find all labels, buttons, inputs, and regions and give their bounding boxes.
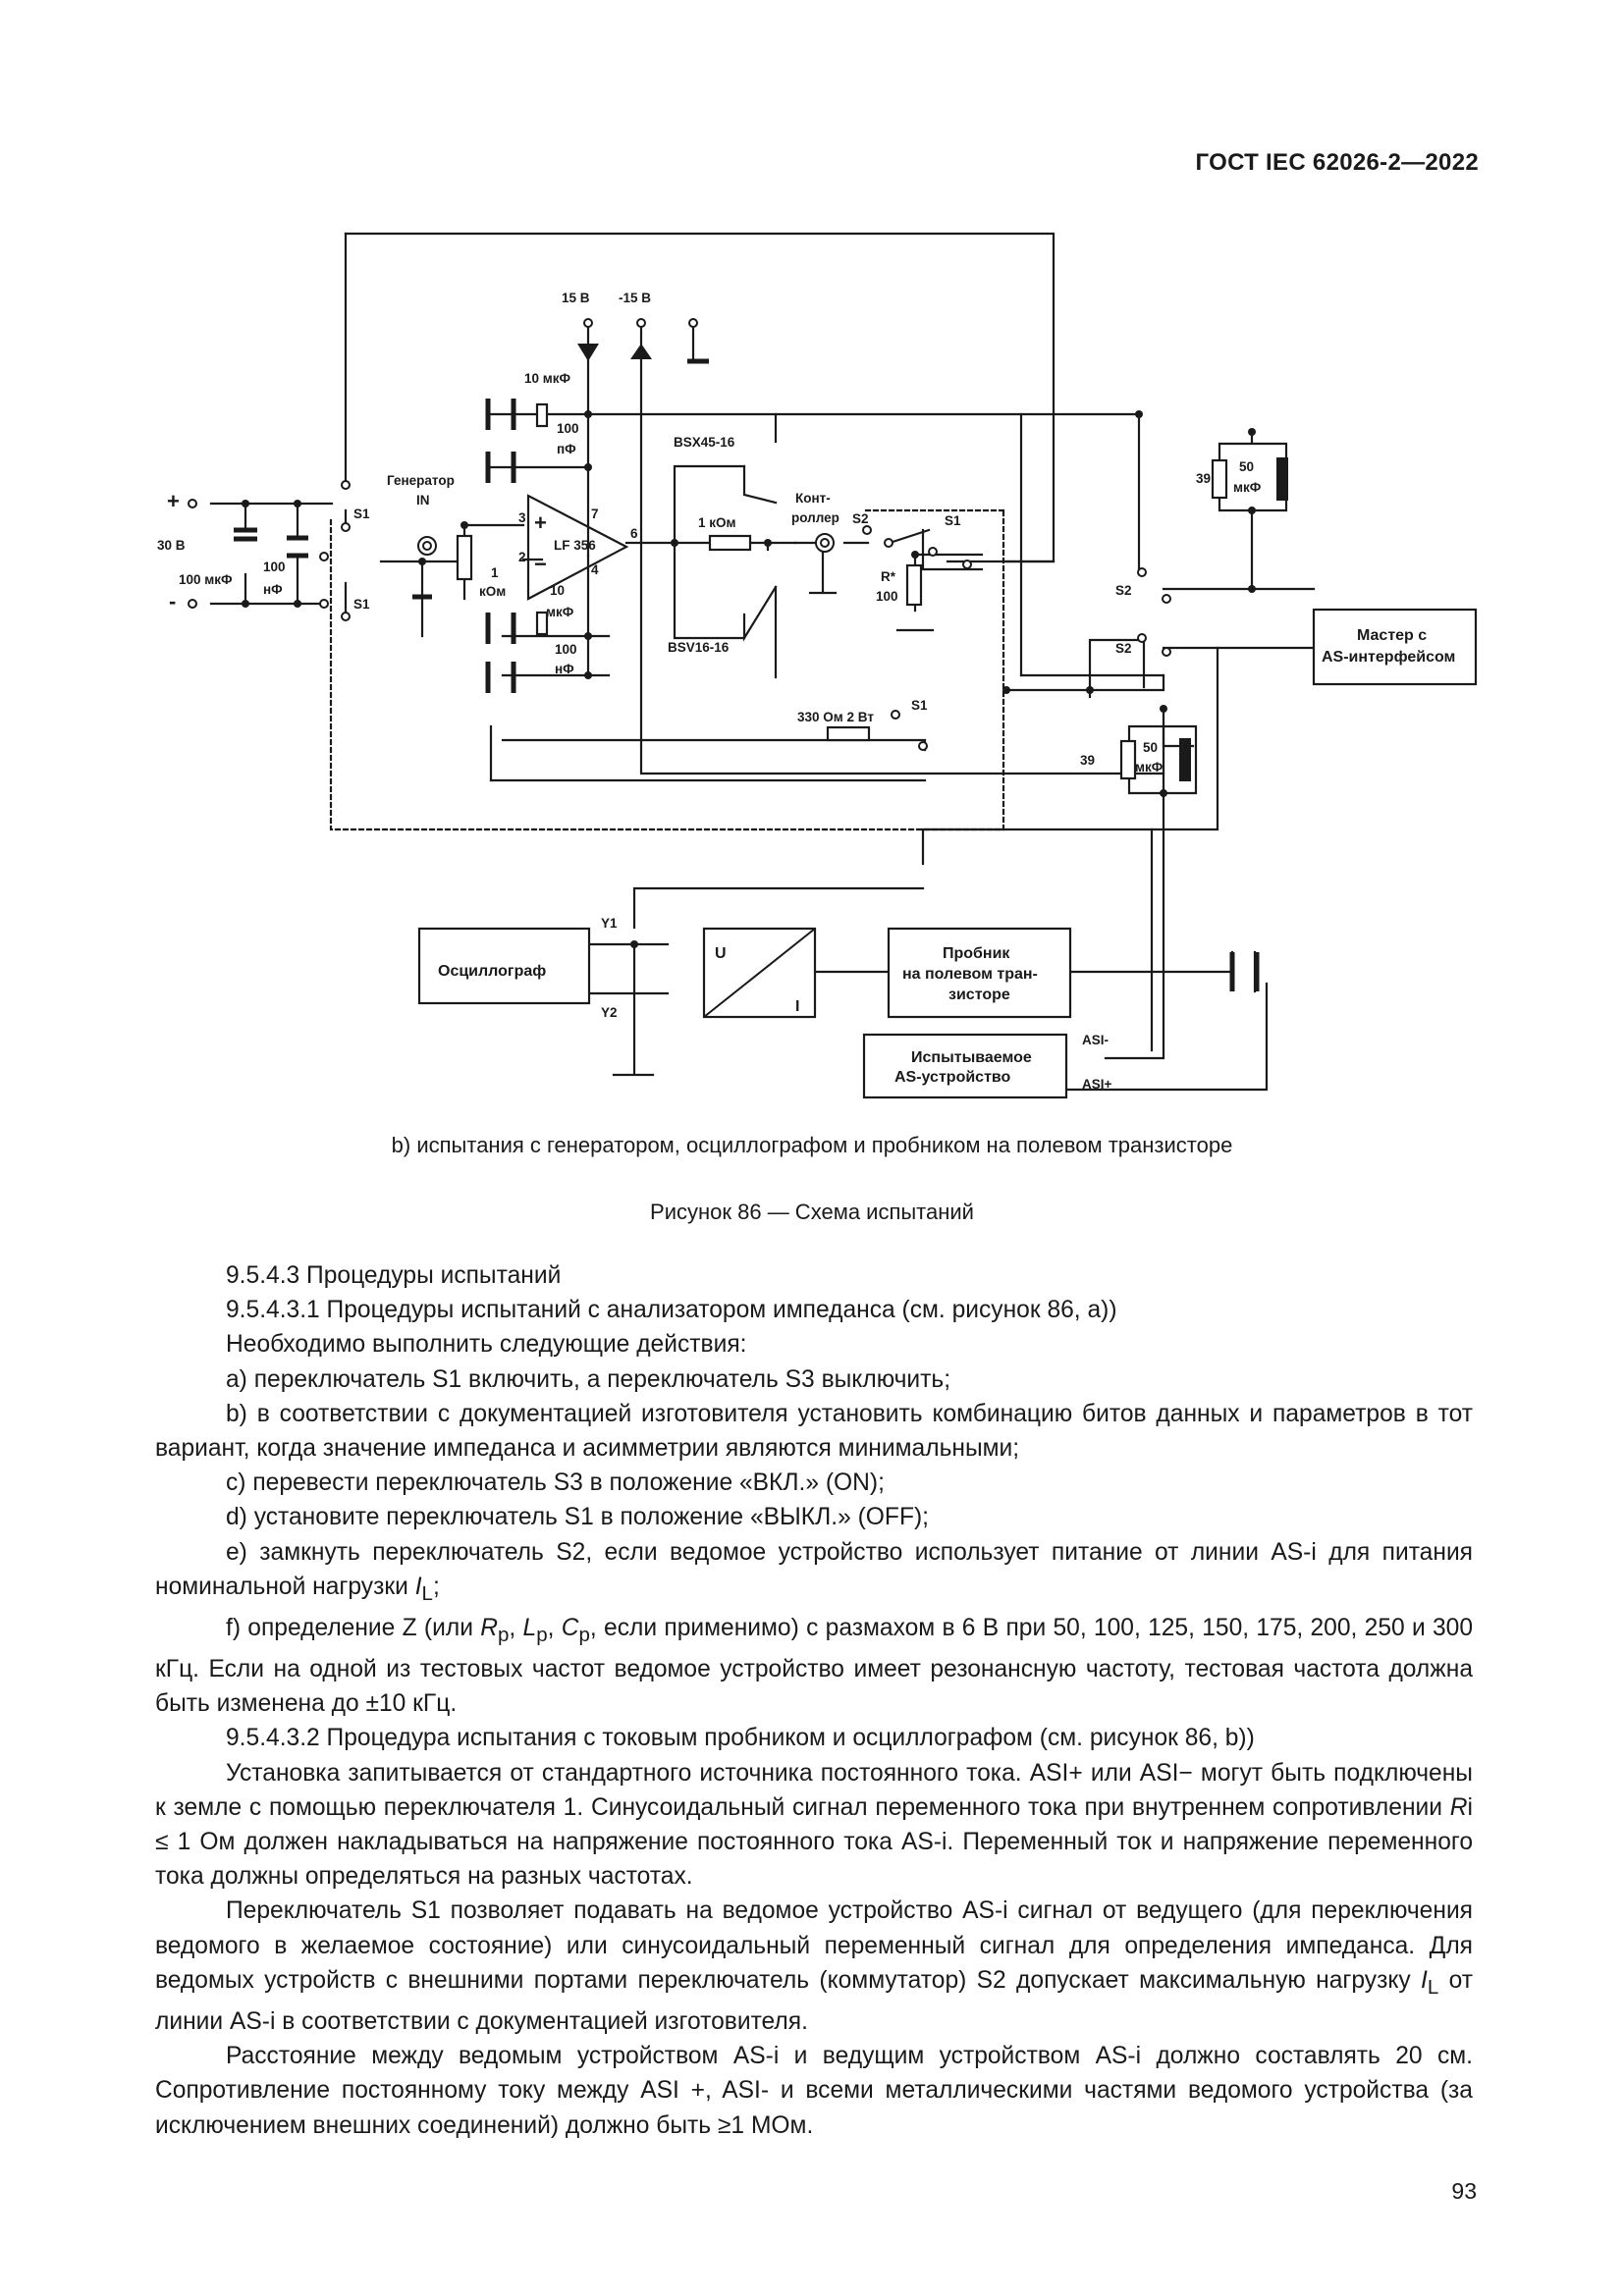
label-r1kom: 1 кОм: [698, 515, 736, 530]
master-label-2: AS-интерфейсом: [1322, 649, 1455, 666]
converter-i: I: [795, 998, 799, 1015]
label-opamp-minus: −: [534, 552, 547, 576]
page-header-standard: ГОСТ IEC 62026-2—2022: [1195, 149, 1479, 176]
label-opamp: LF 356: [554, 538, 596, 553]
label-s2-lower: S2: [1115, 641, 1132, 656]
probe-label-3: зисторе: [948, 987, 1010, 1003]
list-item-e: e) замкнуть переключатель S2, если ведом…: [155, 1538, 1473, 1605]
label-pin2: 2: [518, 550, 526, 564]
label-plus: +: [167, 489, 180, 513]
label-r39-top: 39: [1196, 471, 1211, 486]
label-y1: Y1: [601, 916, 618, 931]
label-s1-top: S1: [353, 507, 370, 521]
list-item-c: c) перевести переключатель S3 в положени…: [226, 1469, 885, 1497]
dut-label-1: Испытываемое: [911, 1049, 1032, 1066]
label-rstar: R*: [881, 569, 896, 584]
label-c100nf-num: 100: [263, 560, 286, 574]
label-c10-bottom: 10: [550, 583, 565, 598]
section-9-5-4-3-2: 9.5.4.3.2 Процедура испытания с токовым …: [226, 1725, 1255, 1752]
label-controller-1: Конт-: [795, 491, 831, 506]
label-c100nf-b-num: 100: [555, 642, 577, 657]
dut-label-2: AS-устройство: [894, 1069, 1011, 1086]
label-s1-bottom: S1: [353, 597, 370, 612]
probe-label-2: на полевом тран-: [902, 966, 1038, 983]
label-s1-lower: S1: [911, 698, 928, 713]
label-asi-minus: ASI-: [1082, 1033, 1109, 1047]
label-pin6: 6: [630, 526, 638, 541]
label-c100pf-num: 100: [557, 421, 579, 436]
section-9-5-4-3: 9.5.4.3 Процедуры испытаний: [226, 1262, 562, 1289]
paragraph-power-supply: Установка запитывается от стандартного и…: [155, 1759, 1473, 1891]
label-c50-bottom: 50: [1143, 740, 1158, 755]
label-r330: 330 Ом 2 Вт: [797, 710, 874, 724]
label-bsv16: BSV16-16: [668, 640, 730, 655]
section-9-5-4-3-1: 9.5.4.3.1 Процедуры испытаний с анализат…: [226, 1297, 1117, 1324]
label-pin4: 4: [591, 562, 599, 577]
label-c50-top: 50: [1239, 459, 1254, 474]
oscilloscope-label: Осциллограф: [438, 963, 546, 980]
label-c50-top-unit: мкФ: [1233, 480, 1262, 495]
label-s2-upper: S2: [1115, 583, 1132, 598]
paragraph-distance: Расстояние между ведомым устройством AS-…: [155, 2043, 1473, 2139]
label-s1-right: S1: [945, 513, 961, 528]
probe-label-1: Пробник: [943, 945, 1010, 962]
label-c100nf-b-unit: нФ: [555, 662, 574, 676]
list-item-a: а) переключатель S1 включить, а переключ…: [226, 1365, 951, 1393]
label-gen-in: IN: [416, 493, 430, 507]
label-c50-bottom-unit: мкФ: [1135, 760, 1164, 774]
paragraph-switch-s1: Переключатель S1 позволяет подавать на в…: [155, 1897, 1473, 2035]
label-c100uf: 100 мкФ: [179, 572, 233, 587]
label-controller-2: роллер: [791, 510, 839, 525]
converter-u: U: [715, 945, 727, 962]
list-item-b: b) в соответствии с документацией изгото…: [155, 1400, 1473, 1463]
test-circuit-schematic: 15 В -15 В 10 мкФ 100 пФ BSX45-16 BSV16-…: [157, 232, 1478, 1099]
list-item-d: d) установите переключатель S1 в положен…: [226, 1504, 929, 1531]
label-bsx45: BSX45-16: [674, 435, 735, 450]
label-c100pf-unit: пФ: [557, 442, 576, 456]
label-15v: 15 В: [562, 291, 590, 305]
label-c100nf-unit: нФ: [263, 582, 283, 597]
label-minus15v: -15 В: [619, 291, 651, 305]
label-pin7: 7: [591, 507, 599, 521]
label-minus: -: [169, 589, 176, 614]
label-s2-left: S2: [852, 511, 869, 526]
label-opamp-plus: +: [534, 510, 547, 535]
label-pin3: 3: [518, 510, 526, 525]
label-generator: Генератор: [387, 473, 455, 488]
label-c10uf-top: 10 мкФ: [524, 371, 571, 386]
body-text: 9.5.4.3 Процедуры испытаний 9.5.4.3.1 Пр…: [155, 1258, 1473, 2143]
label-y2: Y2: [601, 1005, 618, 1020]
figure-caption: Рисунок 86 — Схема испытаний: [650, 1200, 974, 1224]
label-r1k-unit: кОм: [479, 584, 506, 599]
label-r100: 100: [876, 589, 898, 604]
label-r39-bottom: 39: [1080, 753, 1095, 768]
label-r1k-num: 1: [491, 565, 499, 580]
label-c10-bottom-unit: мкФ: [546, 605, 574, 619]
list-item-f: f) определение Z (или Rp, Lp, Cp, если п…: [155, 1614, 1474, 1718]
page-number: 93: [1451, 2178, 1477, 2204]
label-asi-plus: ASI+: [1082, 1077, 1112, 1092]
figure-subcaption: b) испытания с генератором, осциллографо…: [391, 1133, 1233, 1157]
label-30v: 30 В: [157, 538, 186, 553]
master-label-1: Мастер с: [1357, 627, 1427, 644]
paragraph-actions-intro: Необходимо выполнить следующие действия:: [226, 1331, 747, 1359]
